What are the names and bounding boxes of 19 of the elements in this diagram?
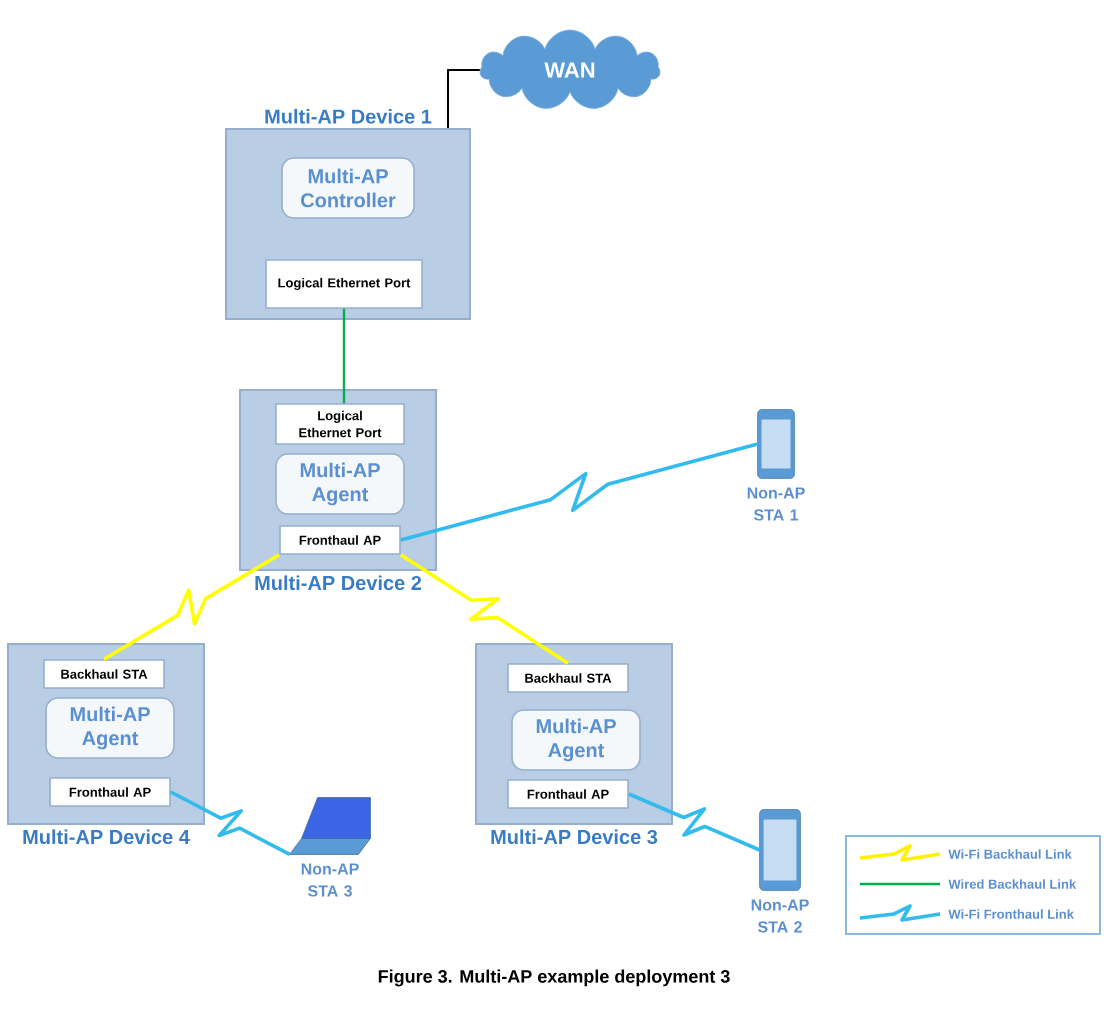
function-box: Multi-AP Agent <box>511 709 641 771</box>
lightning-link <box>169 790 291 856</box>
lightning-link <box>628 792 761 852</box>
function-box: Multi-AP Controller <box>281 157 415 219</box>
node-label: Multi-AP Device 2 <box>255 575 422 591</box>
lightning-link <box>103 553 281 661</box>
lightning-link <box>399 553 569 665</box>
station-label: Non-AP STA 1 <box>747 487 805 521</box>
function-box: Multi-AP Agent <box>275 453 405 515</box>
function-box: Multi-AP Agent <box>45 697 175 759</box>
cable-line <box>447 69 481 129</box>
cable-line <box>342 308 346 404</box>
node-label: Multi-AP Device 1 <box>265 108 432 124</box>
figure-caption: Figure 3. Multi-AP example deployment 3 <box>378 969 730 987</box>
lightning-link <box>400 442 759 542</box>
node-label: Multi-AP Device 4 <box>23 829 190 845</box>
station-label: Non-AP STA 3 <box>301 863 359 897</box>
node-label: Multi-AP Device 3 <box>491 829 658 845</box>
station-label: Non-AP STA 2 <box>751 899 809 933</box>
